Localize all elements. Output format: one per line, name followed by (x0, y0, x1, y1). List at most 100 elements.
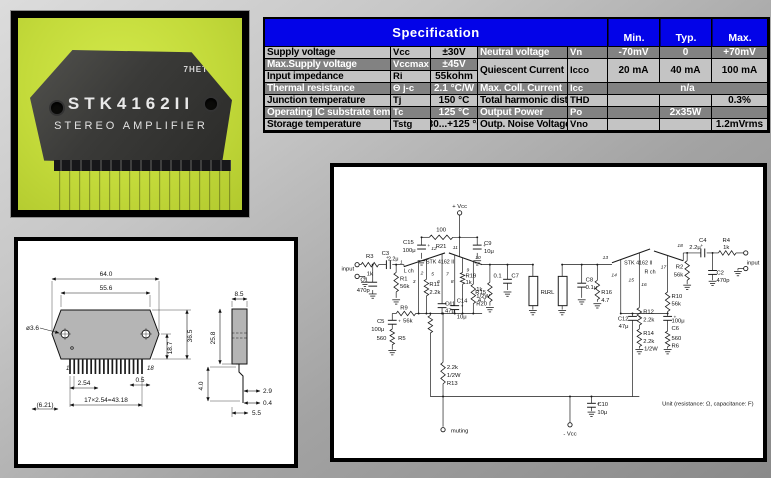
plus-sign: + (597, 402, 600, 407)
component-label: R5 (398, 336, 405, 342)
component-label: 56k (672, 302, 682, 308)
component-label: R ch (645, 269, 656, 275)
component-label: 1k (367, 271, 373, 277)
component-label: 2.2k (643, 317, 654, 323)
spec-row-symbol: Ri (391, 71, 431, 83)
mounting-hole-right (205, 98, 217, 110)
component-label: 4.7 (601, 298, 609, 304)
component-label: 1 (400, 260, 403, 266)
plus-sign: + (427, 244, 430, 249)
plus-sign: + (386, 256, 389, 261)
component-label: 470p (716, 278, 729, 284)
plus-sign: + (673, 315, 676, 320)
unit-note: Unit (resistance: Ω, capacitance: F) (662, 401, 753, 407)
component-label: 1k (476, 287, 482, 293)
component-label: 10μ (457, 314, 467, 320)
component-label: R13 (447, 381, 458, 387)
component-label: 10 (475, 255, 481, 261)
spec-row-value: 2.1 °C/W (431, 83, 478, 95)
component-label: 6 (437, 279, 440, 285)
component-label: 100μ (403, 248, 416, 254)
dimension-label: 0.4 (263, 400, 272, 407)
component-label: C10 (597, 402, 608, 408)
spec-row-value (608, 95, 660, 107)
plus-sign: + (483, 244, 486, 249)
chip-pin (106, 171, 109, 210)
chip-pin (176, 171, 179, 210)
spec-row-value (608, 119, 660, 131)
spec-col-header: Typ. (660, 19, 712, 47)
component-label: 100μ (672, 318, 685, 324)
component-label: 15 (629, 277, 635, 283)
spec-row-value: 1.2mVrms (712, 119, 768, 131)
component-label: R9 (400, 306, 407, 312)
component-label: 12 (431, 246, 437, 252)
component-label: R2 (676, 265, 683, 271)
component-label: 5 (431, 271, 434, 277)
chip-pin (226, 171, 229, 210)
component-label: 10μ (597, 410, 607, 416)
spec-row-value: -30...+125 °C (431, 119, 478, 131)
spec-row-symbol: Icco (568, 59, 608, 83)
component-label: 14 (611, 272, 617, 278)
chip-pin (86, 171, 89, 210)
component-label: R1 (400, 276, 407, 282)
chip-pin (166, 171, 169, 210)
dimension-label: 2.9 (263, 388, 272, 395)
spec-row-symbol: THD (568, 95, 608, 107)
photo-background: 7HET STK4162II STEREO AMPLIFIER (18, 18, 242, 210)
dimension-label: 8.5 (234, 291, 243, 298)
spec-row-value: 2x35W (660, 107, 712, 119)
plus-sign: + (638, 315, 641, 320)
component-label: 1/2W (644, 347, 658, 353)
chip-subtitle: STEREO AMPLIFIER (54, 120, 208, 132)
component-label: C12 (618, 316, 629, 322)
component-label: C8 (586, 277, 593, 283)
component-label: C11 (445, 302, 455, 308)
dimension-label: 4.0 (198, 381, 205, 390)
plus-sign: + (448, 303, 451, 308)
ground-symbols (361, 260, 742, 417)
component-label: 0.1 (494, 273, 502, 279)
spec-row-value: 150 °C (431, 95, 478, 107)
spec-row-symbol: Tstg (391, 119, 431, 131)
component-label: STK 4162 II (624, 261, 652, 267)
component-label: 2.2k (429, 290, 440, 296)
chip-pin (66, 171, 69, 210)
chip-pin (96, 171, 99, 210)
component-label: 47μ (445, 309, 455, 315)
component-label: RL (541, 290, 549, 296)
spec-row-value: ±45V (431, 59, 478, 71)
component-label: RL (547, 290, 555, 296)
component-label: 2.2μ (689, 245, 701, 251)
spec-row-label: Thermal resistance (265, 83, 391, 95)
chip-pin (186, 171, 189, 210)
spec-row-label: Junction temperature (265, 95, 391, 107)
component-label: R10 (672, 294, 683, 300)
component-label: 11 (453, 245, 458, 251)
spec-row-value: 20 mA (608, 59, 660, 83)
chip-part-number: STK4162II (67, 94, 195, 113)
plus-sign: + (461, 305, 464, 310)
component-label: C4 (699, 238, 707, 244)
component-label: 3 (413, 279, 416, 285)
component-label: R6 (672, 344, 679, 350)
chip-pin (76, 171, 79, 210)
dimension-label: 5.5 (252, 410, 261, 417)
component-label: input (341, 267, 354, 273)
component-label: 560 (377, 336, 388, 342)
spec-row-label: Neutral voltage (478, 47, 568, 59)
component-label: R15 (475, 290, 486, 296)
component-label: 1k (723, 245, 729, 251)
component-label: muting (451, 429, 469, 435)
spec-row-value: 40 mA (660, 59, 712, 83)
chip-pin-collar (54, 160, 231, 171)
spec-row-label: Quiescent Current (478, 59, 568, 83)
component-label: R19 (465, 273, 476, 279)
spec-row-symbol: Vcc (391, 47, 431, 59)
component-label: 8 (451, 279, 454, 285)
chip-pins (56, 171, 229, 210)
spec-row-value: 100 mA (712, 59, 768, 83)
component-label: STK 4162 II (426, 260, 454, 266)
